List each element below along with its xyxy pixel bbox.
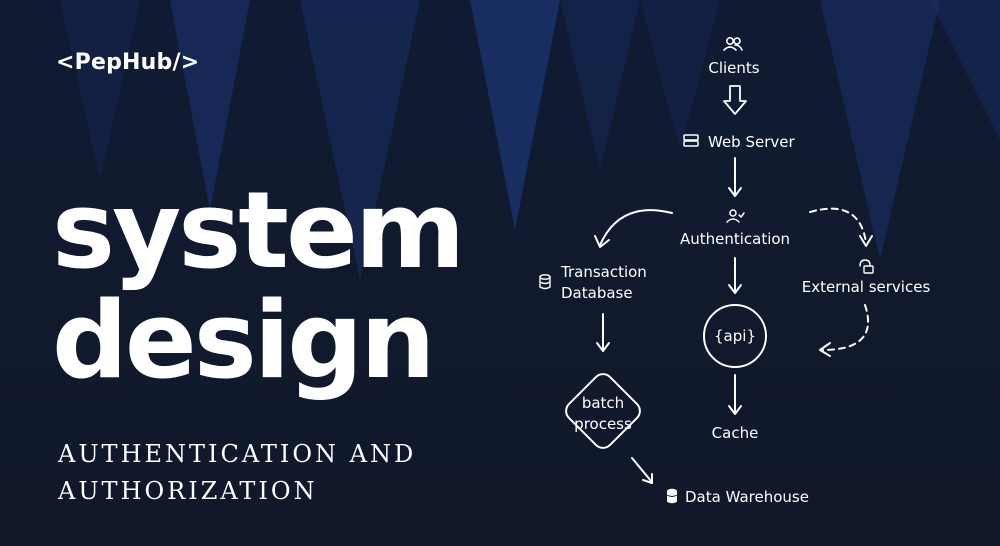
arrow-external-return [819,304,870,357]
subtitle-line-2: AUTHORIZATION [58,477,318,505]
data-warehouse-label: Data Warehouse [685,488,809,506]
arrow-webserver-to-auth [728,157,742,197]
title-line-2: design [52,279,436,402]
clients-node: Clients [708,36,760,77]
subtitle-line-1: AUTHENTICATION AND [58,440,417,468]
cache-label: Cache [712,424,759,442]
clients-label: Clients [708,59,759,77]
web-server-node: Web Server [683,133,795,151]
batch-process-node: batch process [565,373,641,449]
transaction-label-line-1: Transaction [560,263,647,281]
api-label: {api} [714,327,756,345]
api-node: {api} [703,304,767,368]
authentication-node: Authentication [680,209,790,248]
arrow-auth-to-transaction-db [594,209,673,248]
transaction-database-node: Transaction Database [539,263,647,302]
arrow-db-to-batch [596,313,610,352]
brand-logo: <PepHub/> [56,50,199,75]
hollow-arrow-down-icon [723,85,747,115]
server-icon [683,134,699,147]
external-services-label: External services [802,278,931,296]
batch-label-line-2: process [574,415,632,433]
brand-open-bracket: < [56,50,75,75]
database-filled-icon [666,488,678,504]
web-server-label: Web Server [708,133,795,151]
api-circle [703,304,767,368]
batch-diamond [565,373,641,449]
arrow-batch-to-warehouse [631,457,653,484]
arrow-auth-to-external [809,207,873,247]
arrow-api-to-cache [728,374,742,415]
users-icon [723,36,743,51]
arrow-auth-to-api [728,257,742,294]
brand-close-bracket: /> [172,50,200,75]
cloud-services-icon [859,259,874,274]
transaction-label-line-2: Database [561,284,633,302]
data-warehouse-node: Data Warehouse [666,488,809,506]
user-check-icon [726,209,745,223]
external-services-node: External services [802,259,931,296]
brand-name: PepHub [74,50,173,75]
authentication-label: Authentication [680,230,790,248]
database-icon [539,274,551,290]
batch-label-line-1: batch [582,394,624,412]
title-line-1: system [52,169,465,292]
